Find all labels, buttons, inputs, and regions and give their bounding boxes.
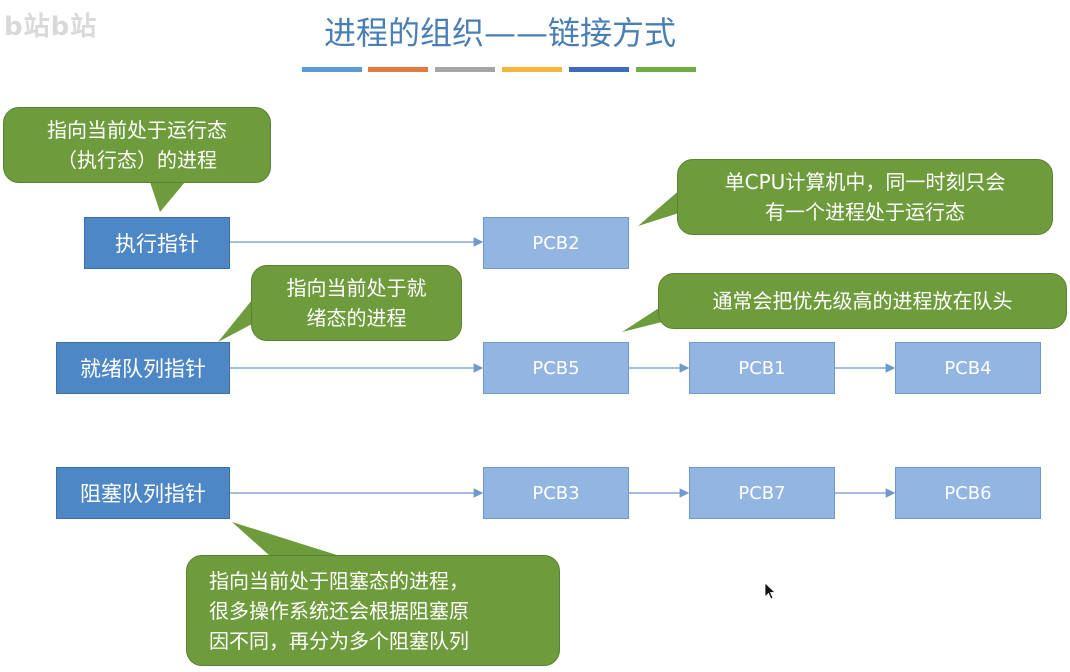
running-pointer: 执行指针 [84, 217, 230, 269]
callout-running-pointer: 指向当前处于运行态 （执行态）的进程 [3, 107, 271, 183]
callout-blocked-pointer: 指向当前处于阻塞态的进程， 很多操作系统还会根据阻塞原 因不同，再分为多个阻塞队… [186, 555, 560, 666]
pcb-ready-1: PCB5 [483, 342, 629, 394]
title-bar-4 [502, 67, 562, 72]
callout-running-pointer-text: 指向当前处于运行态 （执行态）的进程 [47, 118, 227, 172]
callout-blocked-pointer-text: 指向当前处于阻塞态的进程， 很多操作系统还会根据阻塞原 因不同，再分为多个阻塞队… [209, 568, 469, 653]
pcb-running-1: PCB2 [483, 217, 629, 269]
ready-queue-pointer: 就绪队列指针 [56, 342, 230, 394]
page-title: 进程的组织——链接方式 [323, 14, 676, 52]
callout-tail-priority [622, 306, 662, 332]
callout-priority: 通常会把优先级高的进程放在队头 [658, 273, 1067, 329]
title-bar-5 [569, 67, 629, 72]
callout-tail-blocked [232, 522, 340, 556]
pcb-blocked-1: PCB3 [483, 467, 629, 519]
blocked-queue-pointer: 阻塞队列指针 [56, 467, 230, 519]
callout-ready-pointer: 指向当前处于就 绪态的进程 [251, 265, 462, 341]
pcb-blocked-2: PCB7 [689, 467, 835, 519]
callout-single-cpu: 单CPU计算机中，同一时刻只会 有一个进程处于运行态 [677, 159, 1053, 235]
callout-tail-ready [218, 300, 252, 342]
title-bar-6 [636, 67, 696, 72]
callout-priority-text: 通常会把优先级高的进程放在队头 [712, 289, 1013, 313]
pcb-blocked-3: PCB6 [895, 467, 1041, 519]
watermark: b站b站 [4, 12, 98, 42]
callout-tail-single-cpu [638, 188, 682, 226]
mouse-cursor-icon [764, 582, 777, 600]
pcb-ready-2: PCB1 [689, 342, 835, 394]
callout-ready-pointer-text: 指向当前处于就 绪态的进程 [286, 276, 427, 330]
title-bar-3 [435, 67, 495, 72]
title-bar-2 [368, 67, 428, 72]
pcb-ready-3: PCB4 [895, 342, 1041, 394]
title-bar-1 [302, 67, 362, 72]
callout-single-cpu-text: 单CPU计算机中，同一时刻只会 有一个进程处于运行态 [724, 170, 1006, 224]
callout-tail-running [150, 182, 185, 212]
